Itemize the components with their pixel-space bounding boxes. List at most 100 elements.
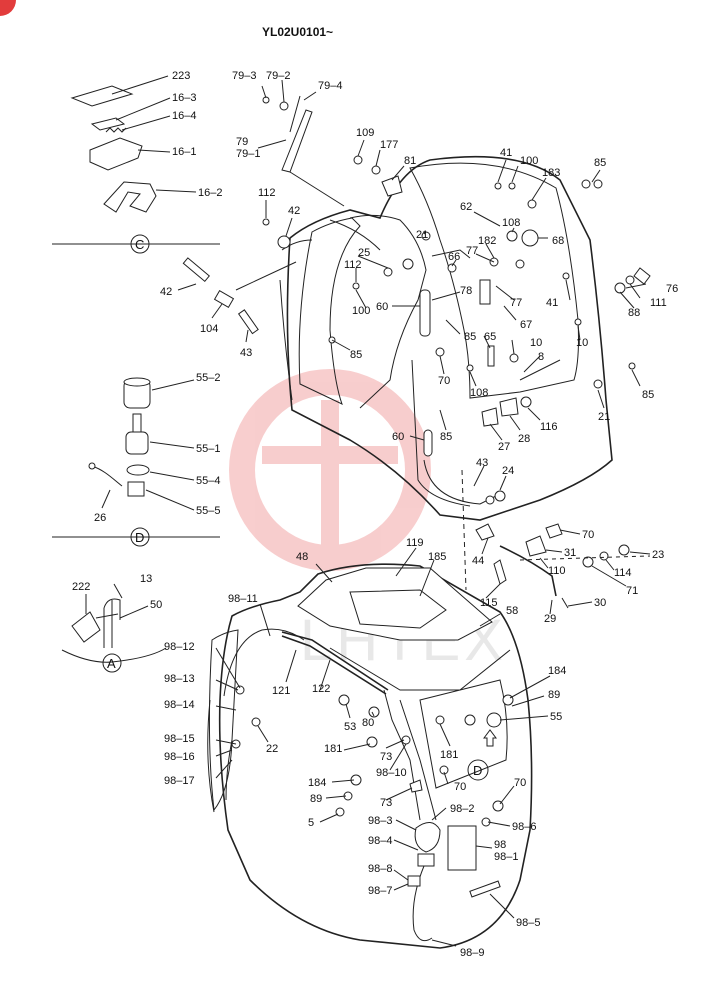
label-183: 183 [542,167,560,179]
leader-line [511,227,515,233]
diagram-part [447,263,457,273]
diagram-part [520,396,532,408]
label-16-4: 16–4 [172,110,196,122]
label-65: 65 [484,331,496,343]
leader-line [479,613,501,627]
diagram-part [439,765,449,775]
section-c-label: C [135,237,144,252]
part-185-glass [349,589,447,629]
leader-line [259,603,271,637]
leader-line [245,329,249,343]
part-16-3-pad [90,117,126,131]
label-223: 223 [172,70,190,82]
label-5: 5 [308,817,314,829]
leader-line [591,565,627,587]
leader-line [331,779,355,783]
watermark-logo-bar [262,446,398,464]
part-43-pin [237,309,259,335]
leader-line [355,289,367,309]
label-81: 81 [404,155,416,167]
part-16-1-lock [89,137,143,171]
leader-line [565,279,571,301]
leader-line [371,711,375,717]
label-85b: 85 [464,331,476,343]
diagram-part [407,875,421,887]
leader-line [325,795,347,799]
part-79-4-wiper-blade [289,95,301,133]
label-112b: 112 [344,259,362,271]
diagram-part [561,597,569,609]
label-85c: 85 [350,349,362,361]
label-79-3: 79–3 [232,70,256,82]
diagram-part [461,469,467,591]
leader-line [499,715,549,721]
label-42b: 42 [160,286,172,298]
leader-line [431,939,457,947]
leader-line [145,489,195,511]
part-60-handle-lower [423,429,433,457]
leader-line [257,725,269,743]
label-31: 31 [564,547,576,559]
pins-group [177,257,259,343]
leader-line [285,649,297,683]
label-98-13: 98–13 [164,673,195,685]
label-89a: 89 [548,689,560,701]
watermark [229,369,431,571]
label-98-4: 98–4 [368,835,392,847]
part-42-pin [182,257,211,283]
part-50-strip [95,613,119,619]
leader-line [629,551,651,555]
leader-line [531,177,547,201]
label-27: 27 [498,441,510,453]
part-16-4-spring [105,127,127,133]
leader-line [439,723,451,747]
label-50: 50 [150,599,162,611]
diagram-part [493,559,507,585]
leader-line [357,255,389,269]
leader-line [385,739,405,749]
leader-line [389,743,407,771]
label-16-1: 16–1 [172,146,196,158]
leader-line [111,75,169,95]
leader-line [511,165,519,183]
label-70a: 70 [438,375,450,387]
label-108a: 108 [502,217,520,229]
diagram-part [614,282,626,294]
section-d-parts [52,377,220,547]
label-115: 115 [480,597,498,609]
label-26: 26 [94,512,106,524]
leader-line [149,441,195,449]
diagram-part [515,259,525,269]
diagram-part [368,706,380,718]
leader-line [605,559,615,571]
leader-line [443,771,449,785]
leader-line [431,807,447,821]
diagram-part [353,155,363,165]
diagram-part [628,362,636,370]
label-111: 111 [650,297,667,309]
label-48: 48 [296,551,308,563]
diagram-part [338,694,350,706]
leader-line [509,415,521,431]
label-13: 13 [140,573,152,585]
diagram-part [481,407,499,427]
leader-line [619,291,635,309]
part-79-wiper-arm [281,109,313,173]
label-177: 177 [380,139,398,151]
label-73b: 73 [380,797,392,809]
label-100b: 100 [352,305,370,317]
leader-line [439,409,447,431]
leader-line [215,749,233,757]
leader-line [577,325,581,341]
diagram-part [618,544,630,556]
label-21a: 21 [416,229,428,241]
diagram-part [633,267,651,285]
diagram-part [593,379,603,389]
label-184a: 184 [548,665,566,677]
diagram-code: YL02U0101~ [262,25,333,39]
label-71: 71 [626,585,638,597]
section-d-main-label: D [473,763,482,778]
label-116: 116 [540,421,558,433]
label-98-11: 98–11 [228,593,258,605]
label-181b: 181 [440,749,458,761]
